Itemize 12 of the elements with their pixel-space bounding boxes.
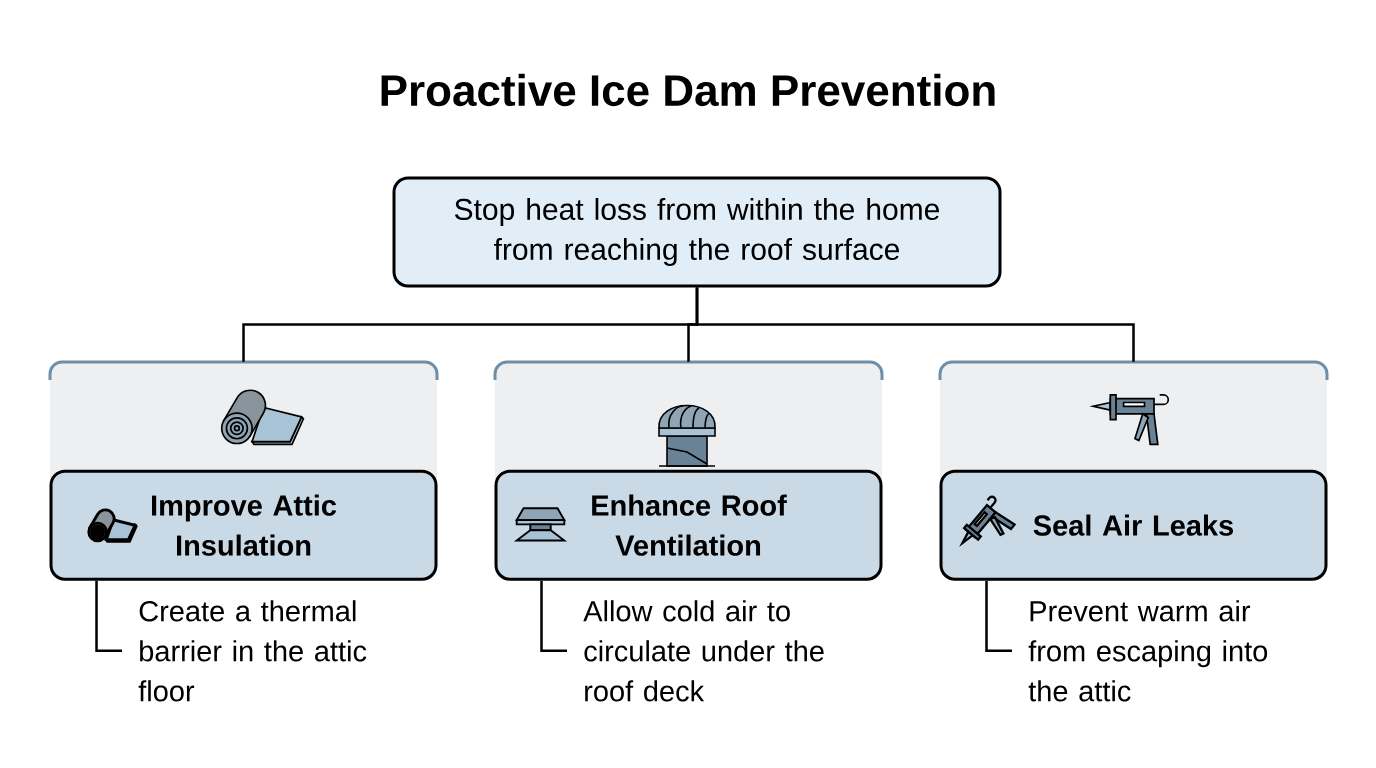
title: Proactive Ice Dam Prevention bbox=[381, 73, 995, 107]
connector-line bbox=[695, 287, 1135, 362]
description-text: Allow cold air to circulate under the roof deck bbox=[583, 600, 824, 702]
description-text: Prevent warm air from escaping into the attic bbox=[1028, 600, 1268, 702]
category-box: Seal Air Leaks bbox=[939, 469, 1328, 581]
category-box: Improve Attic Insulation bbox=[49, 469, 438, 581]
process-box: Stop heat loss from within the home from reaching the roof surface bbox=[392, 176, 1002, 288]
connector-line bbox=[985, 580, 1012, 653]
category-box: Enhance Roof Ventilation bbox=[494, 469, 883, 581]
description-text: Create a thermal barrier in the attic floor bbox=[138, 600, 367, 702]
connector-line bbox=[540, 580, 567, 653]
connector-line bbox=[95, 580, 122, 653]
